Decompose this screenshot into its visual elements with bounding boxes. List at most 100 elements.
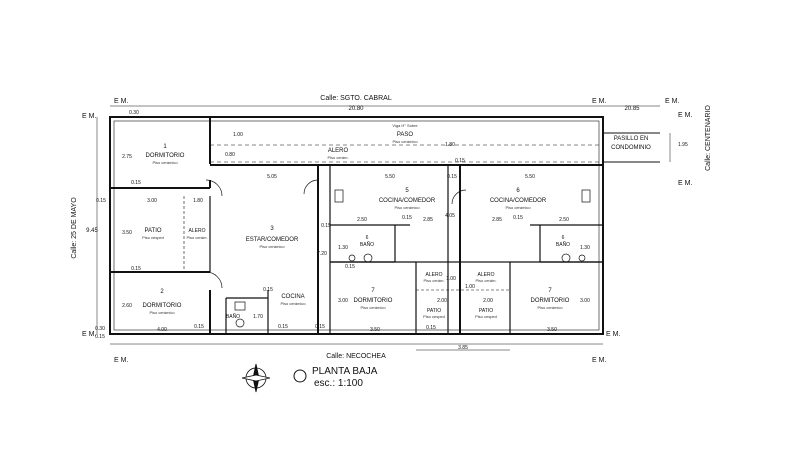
dim-cocina-c: 0.15	[315, 324, 325, 330]
dim-c6-a: 2.85	[492, 217, 502, 223]
em-right-bottom: E M.	[678, 180, 692, 187]
dim-patio-bottom: 0.15	[131, 266, 141, 272]
dim-alero-top-h: 1.00	[233, 132, 243, 138]
em-left-top: E M.	[82, 113, 96, 120]
dim-dorm2-height: 2.60	[122, 303, 132, 309]
dim-bath-small: 0.15	[194, 324, 204, 330]
room-floor-cocina6: Piso cerámico	[505, 205, 531, 210]
dim-col-c: 0.15	[321, 223, 331, 229]
dim-paso-h: 1.80	[445, 142, 455, 148]
plan-title: PLANTA BAJA	[312, 366, 378, 377]
plan-fixtures	[205, 179, 591, 328]
room-name-cocina-left: COCINA	[281, 294, 304, 300]
dim-center-width-r: 5.50	[525, 174, 535, 180]
dim-dorm7b-h: 3.00	[580, 298, 590, 304]
room-floor-patio-mid1: Piso cesped	[423, 314, 445, 319]
room-name-alero-top: ALERO	[328, 148, 349, 154]
dim-alero-top-b: 0.80	[225, 152, 235, 158]
plan-walls	[109, 116, 660, 335]
dim-bano-mid-h: 1.30	[338, 245, 348, 251]
room-floor-estar: Piso cerámico	[259, 244, 285, 249]
dim-bottom-offset: 0.30	[95, 326, 105, 332]
dim-alero-mid-b: 1.00	[465, 284, 475, 290]
dimension-texts: 20.80 20.85 0.30 1.95 9.45 0.15 2.75 0.1…	[86, 106, 688, 351]
dim-c5-b: 0.15	[402, 215, 412, 221]
dim-dorm7a-h: 3.00	[338, 298, 348, 304]
dim-bano-right-h: 1.30	[580, 245, 590, 251]
room-number-7a: 7	[371, 288, 375, 294]
room-floor-paso: Piso cerámico	[392, 139, 418, 144]
dim-mid-b: 0.15	[447, 174, 457, 180]
dim-dorm2-width: 4.00	[157, 327, 167, 333]
dim-top-right: 20.85	[624, 106, 640, 112]
dim-left-a: 0.15	[96, 198, 106, 204]
room-number-7b: 7	[548, 288, 552, 294]
em-right-base: E M.	[606, 331, 620, 338]
room-name-dorm1: DORMITORIO	[146, 153, 185, 159]
room-name-patio-left: PATIO	[144, 228, 161, 234]
room-floor-dorm7b: Piso cerámico	[537, 305, 563, 310]
room-name-dorm7a: DORMITORIO	[354, 298, 393, 304]
room-floor-dorm1: Piso cerámico	[152, 160, 178, 165]
room-number-2: 2	[160, 289, 164, 295]
dim-c6-b: 0.15	[513, 215, 523, 221]
room-name-bano-right: BAÑO	[556, 241, 570, 248]
room-floor-dorm2: Piso cerámico	[149, 310, 175, 315]
dim-mid-c: 4.05	[445, 213, 455, 219]
room-name-alero-mid2: ALERO	[478, 272, 495, 278]
dim-right-depth: 1.95	[678, 142, 688, 148]
em-bottom-right: E M.	[592, 357, 606, 364]
room-floor-alero-mid2: Piso cerám.	[475, 278, 496, 283]
room-name-dorm2: DORMITORIO	[143, 303, 182, 309]
em-top-right: E M.	[592, 98, 606, 105]
dim-mid-a: 0.15	[455, 158, 465, 164]
title-symbol-icon	[293, 369, 307, 383]
street-left: Calle: 25 DE MAYO	[71, 197, 78, 259]
dim-center-width: 5.50	[385, 174, 395, 180]
room-name-cocina5: COCINA/COMEDOR	[379, 198, 436, 204]
room-number-1: 1	[163, 144, 167, 150]
dim-top-left-offset: 0.30	[129, 110, 139, 116]
title-block: PLANTA BAJA esc.: 1:100	[293, 366, 378, 389]
room-name-cocina6: COCINA/COMEDOR	[490, 198, 547, 204]
room-name-bano-left: BAÑO	[226, 313, 240, 320]
room-floor-patio-mid2: Piso cesped	[475, 314, 497, 319]
room-floor-dorm7a: Piso cerámico	[360, 305, 386, 310]
em-right-top: E M.	[678, 112, 692, 119]
room-name-patio-mid1: PATIO	[427, 308, 441, 314]
room-floor-cocina-left: Piso cerámico	[280, 301, 306, 306]
dim-bath-height: 1.70	[253, 314, 263, 320]
dim-patio-mid-b: 2.00	[483, 298, 493, 304]
dim-bano-mid-b: 0.15	[345, 264, 355, 270]
em-top-far: E M.	[665, 98, 679, 105]
em-top-left: E M.	[114, 98, 128, 105]
room-number-bano-mid: 6	[366, 235, 369, 241]
em-left-bottom: E M.	[82, 331, 96, 338]
dim-cocina-a: 0.15	[263, 287, 273, 293]
dim-alero-mid-a: 1.00	[446, 276, 456, 282]
dim-dorm1-bottom: 0.15	[131, 180, 141, 186]
dim-bottom-a: 0.15	[95, 334, 105, 340]
dim-patio-height: 3.50	[122, 230, 132, 236]
room-number-5: 5	[405, 188, 409, 194]
room-floor-alero-left: Piso cerám.	[186, 235, 207, 240]
room-floor-alero-top: Piso cerám.	[327, 155, 348, 160]
dim-alero-width: 1.80	[193, 198, 203, 204]
room-name-estar: ESTAR/COMEDOR	[246, 237, 299, 243]
street-bottom: Calle: NECOCHEA	[326, 353, 386, 360]
dim-c5-c: 2.85	[423, 217, 433, 223]
street-top: Calle: SGTO. CABRAL	[320, 95, 392, 102]
dim-bottom-gap: 3.85	[458, 345, 468, 351]
room-number-bano-right: 6	[562, 235, 565, 241]
street-right: Calle: CENTENARIO	[705, 105, 712, 171]
compass-rose-icon	[241, 363, 271, 393]
room-name-dorm7b: DORMITORIO	[531, 298, 570, 304]
beam-note: Viga H° Sobre	[392, 123, 418, 128]
room-floor-patio-left: Piso cesped	[142, 235, 164, 240]
dim-mid-height: 7.20	[317, 251, 327, 257]
dim-c5-a: 2.50	[357, 217, 367, 223]
room-floor-alero-mid1: Piso cerám.	[423, 278, 444, 283]
dim-top-total: 20.80	[348, 106, 364, 112]
room-name-alero-left: ALERO	[189, 228, 206, 234]
